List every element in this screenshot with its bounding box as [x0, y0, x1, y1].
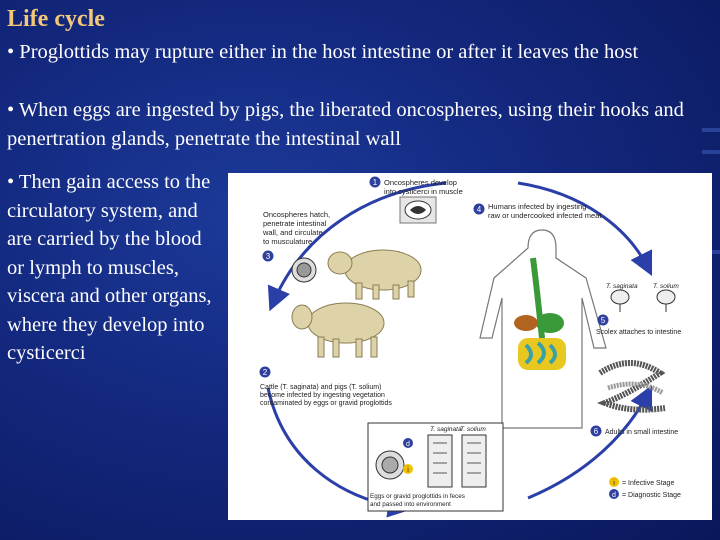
svg-text:i: i: [407, 467, 409, 474]
adult-worm-illustration: [596, 360, 666, 413]
svg-text:to musculature: to musculature: [263, 237, 312, 246]
bullet-text: • Then gain access to the circulatory sy…: [7, 171, 212, 364]
step-badge: [590, 425, 602, 437]
svg-text:and passed into environment: and passed into environment: [370, 501, 451, 508]
svg-text:1: 1: [373, 178, 378, 187]
cycle-arrow: [517, 181, 653, 277]
svg-text:wall, and circulate: wall, and circulate: [262, 228, 323, 237]
svg-text:5: 5: [601, 316, 606, 325]
slide-decoration: [702, 150, 720, 154]
svg-text:Humans infected by ingesting: Humans infected by ingesting: [488, 202, 586, 211]
step-badge: [259, 366, 271, 378]
svg-text:Scolex attaches to intestine: Scolex attaches to intestine: [596, 329, 681, 336]
svg-text:4: 4: [477, 205, 482, 214]
oncosphere-icon: [291, 257, 317, 283]
svg-text:2: 2: [263, 368, 268, 377]
svg-text:T. saginata: T. saginata: [430, 426, 462, 433]
svg-text:T. solium: T. solium: [653, 283, 679, 290]
slide-decoration: [702, 128, 720, 132]
svg-text:i: i: [613, 480, 615, 487]
svg-text:contaminated by eggs or gravid: contaminated by eggs or gravid proglotti…: [260, 400, 392, 407]
life-cycle-svg: 1 Oncospheres develop into cysticerci in…: [259, 176, 681, 518]
svg-text:Oncospheres hatch,: Oncospheres hatch,: [263, 210, 330, 219]
svg-text:T. solium: T. solium: [460, 426, 486, 433]
legend: i = Infective Stage d = Diagnostic Stage: [609, 477, 681, 499]
step-badge: [262, 250, 274, 262]
cow-illustration: [291, 302, 385, 358]
svg-text:T. saginata: T. saginata: [606, 283, 638, 290]
svg-text:penetrate intestinal: penetrate intestinal: [263, 219, 327, 228]
svg-text:= Infective Stage: = Infective Stage: [622, 480, 674, 487]
pig-illustration: [327, 249, 422, 300]
svg-text:6: 6: [594, 427, 599, 436]
svg-text:Cattle (T. saginata) and pigs: Cattle (T. saginata) and pigs (T. solium…: [260, 384, 381, 391]
svg-text:d: d: [406, 441, 410, 448]
step-badge: [369, 176, 381, 188]
svg-text:Oncospheres develop: Oncospheres develop: [384, 178, 457, 187]
proglottids-panel: T. saginata T. solium d i Eggs or gravid…: [367, 422, 504, 512]
svg-text:d: d: [612, 492, 616, 499]
svg-text:raw or undercooked infected me: raw or undercooked infected meat: [488, 211, 602, 220]
svg-text:3: 3: [266, 252, 271, 261]
bullet-text: • When eggs are ingested by pigs, the li…: [7, 99, 684, 150]
svg-text:= Diagnostic Stage: = Diagnostic Stage: [622, 492, 681, 499]
svg-text:into cysticerci in muscle: into cysticerci in muscle: [384, 187, 463, 196]
scolex-icon: [610, 289, 676, 312]
cycle-arrow: [267, 181, 447, 312]
slide-title: Life cycle: [7, 6, 105, 32]
svg-text:Eggs or gravid proglottids in: Eggs or gravid proglottids in feces: [370, 493, 465, 500]
cysticercus-icon: [399, 196, 437, 224]
human-silhouette: [479, 229, 607, 429]
bullet-text: • Proglottids may rupture either in the …: [7, 41, 639, 63]
life-cycle-diagram: 1 Oncospheres develop into cysticerci in…: [228, 173, 712, 520]
svg-text:become infected by ingesting v: become infected by ingesting vegetation: [260, 392, 385, 399]
step-badge: [597, 314, 609, 326]
svg-text:Adults in small intestine: Adults in small intestine: [605, 429, 678, 436]
step-badge: [473, 203, 485, 215]
